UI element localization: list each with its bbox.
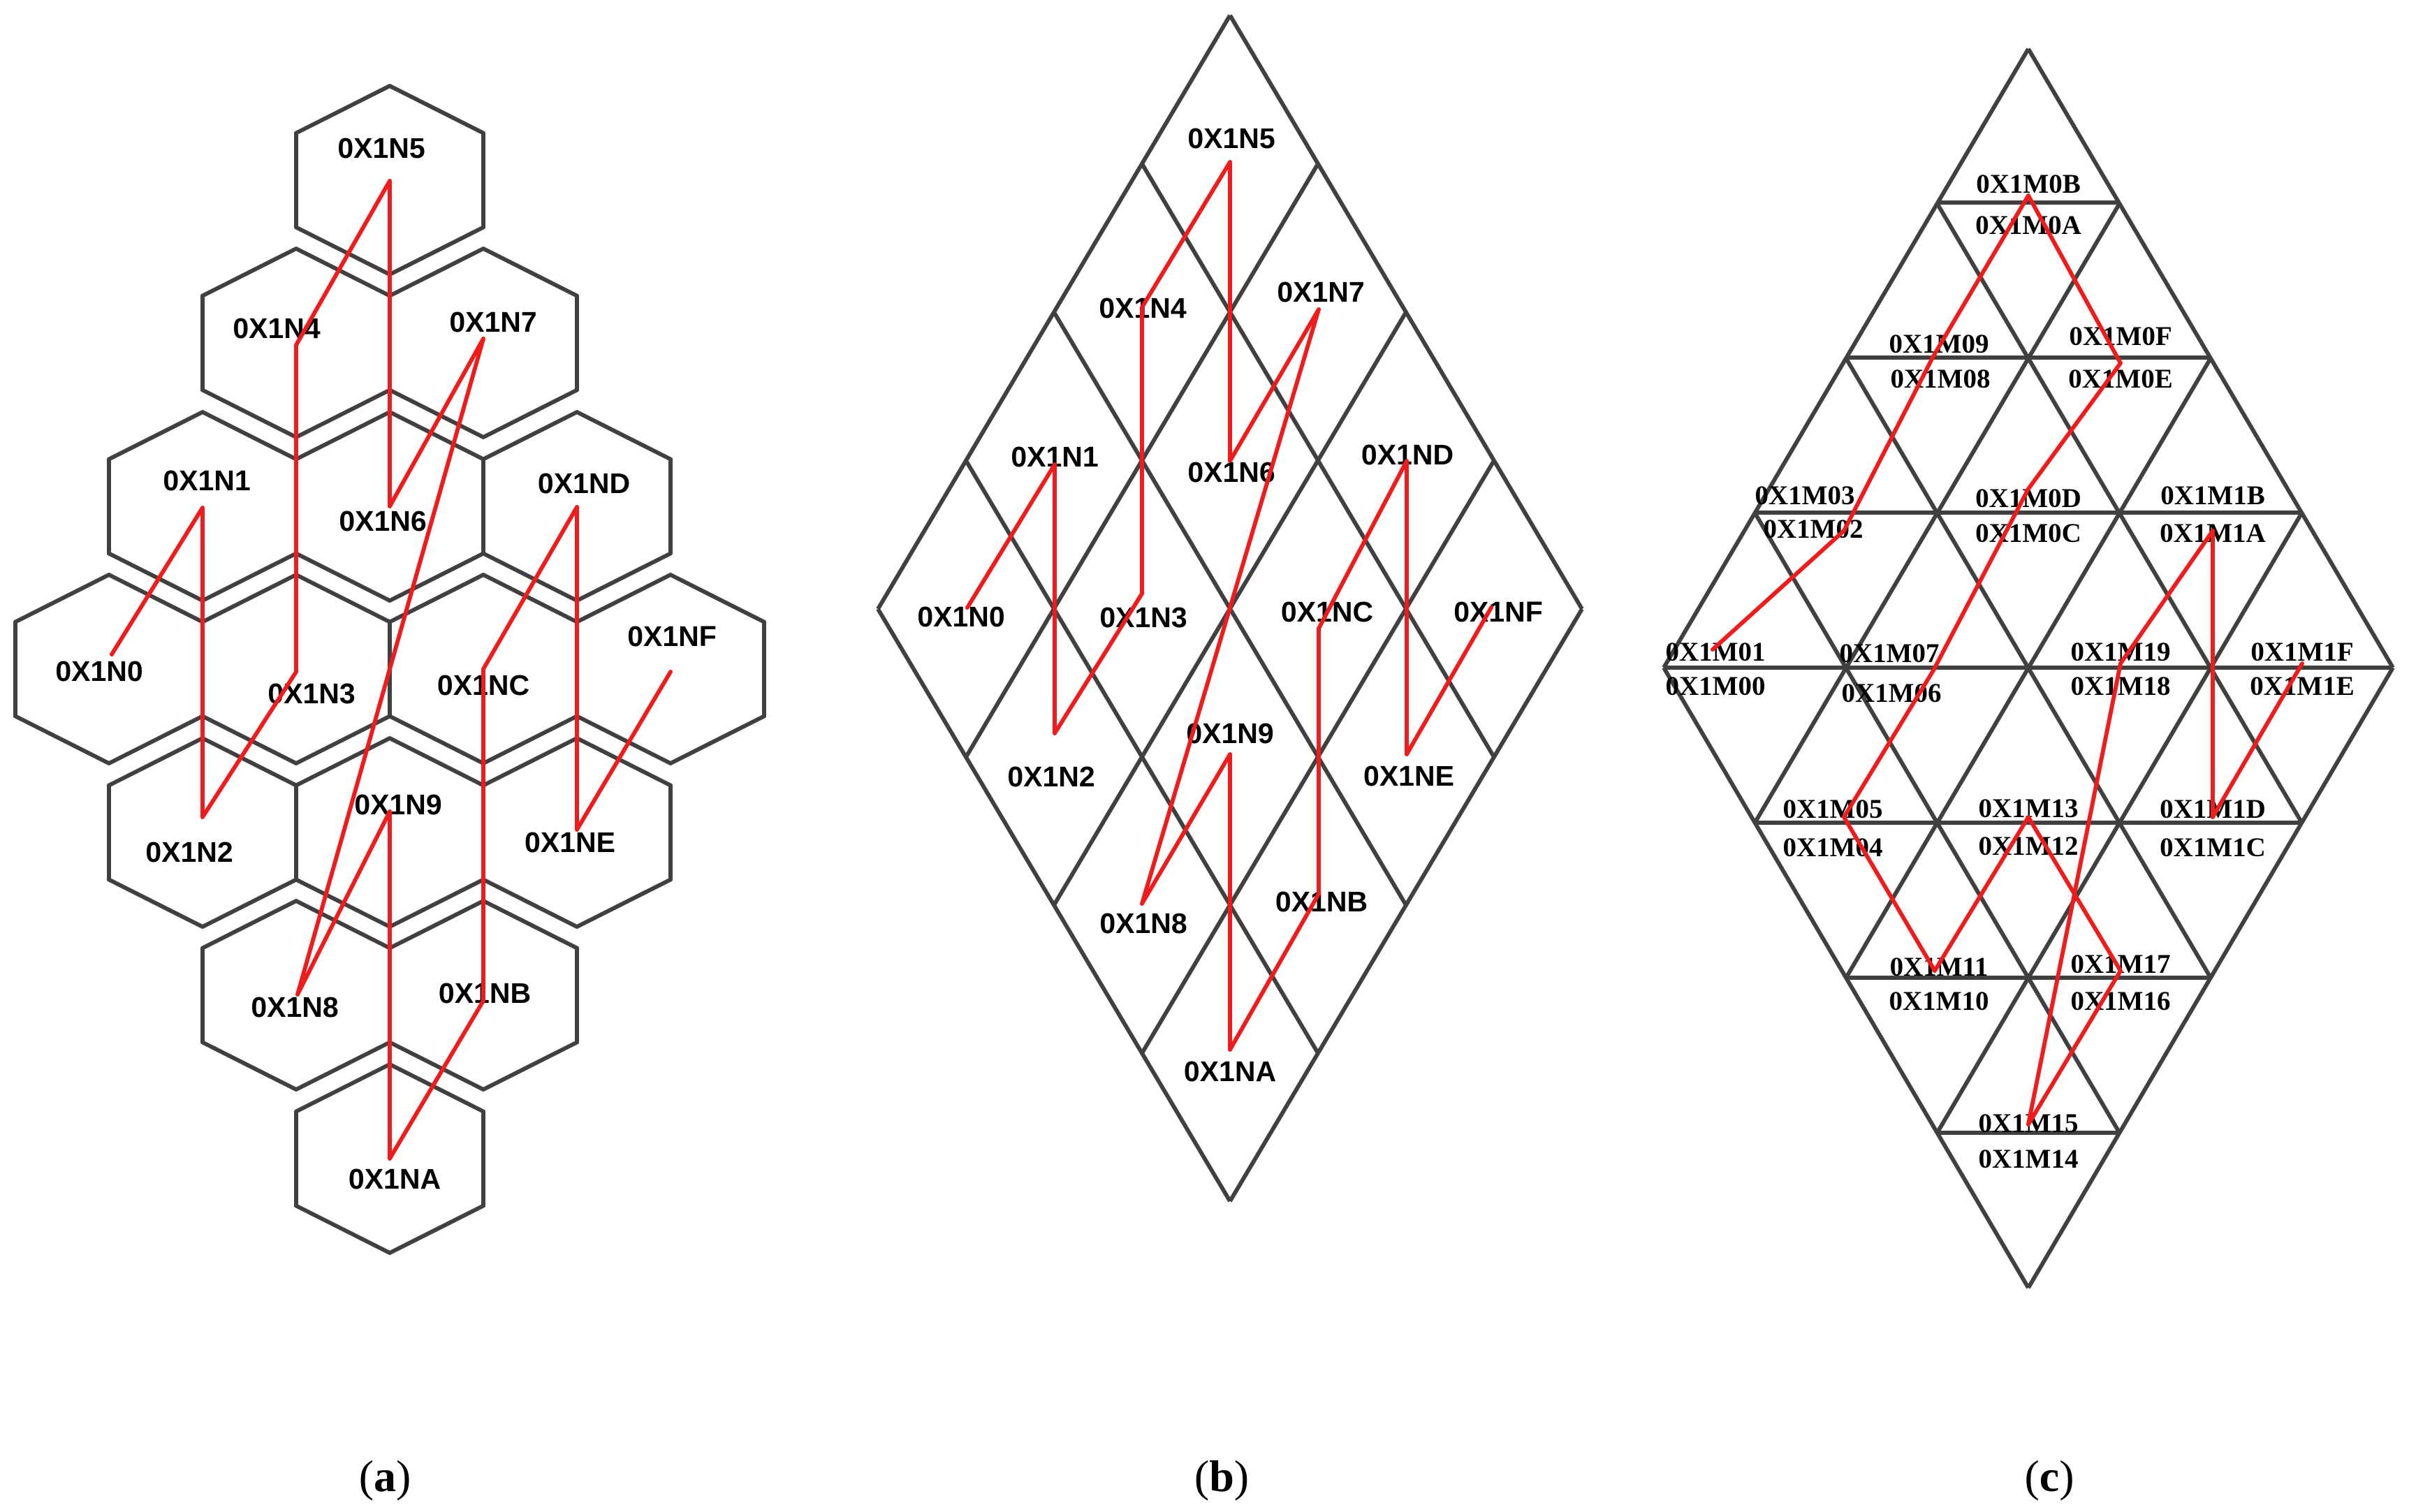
triangle-label-0X1M1E: 0X1M1E	[2250, 671, 2355, 701]
rhombus-label-0X1N8: 0X1N8	[1099, 907, 1187, 939]
rhombus-label-0X1N5: 0X1N5	[1187, 122, 1275, 154]
triangle-label-0X1M0C: 0X1M0C	[1975, 518, 2081, 548]
triangle-label-0X1M0F: 0X1M0F	[2069, 321, 2172, 351]
svg-text:(c): (c)	[2024, 1451, 2074, 1501]
caption-b: (b)	[1194, 1451, 1249, 1501]
triangle-label-0X1M18: 0X1M18	[2071, 671, 2171, 701]
rhombus-label-0X1N2: 0X1N2	[1007, 761, 1094, 793]
triangle-label-0X1M1B: 0X1M1B	[2160, 480, 2265, 511]
triangle-label-0X1M10: 0X1M10	[1889, 986, 1989, 1016]
hex-label-0X1N5: 0X1N5	[337, 132, 425, 164]
triangle-label-0X1M08: 0X1M08	[1891, 364, 1991, 394]
rhombus-label-0X1NB: 0X1NB	[1275, 886, 1368, 918]
caption-c: (c)	[2024, 1451, 2074, 1501]
rhombus-grid-line	[876, 608, 1232, 1203]
rhombus-label-0X1N3: 0X1N3	[1099, 601, 1187, 633]
triangle-label-0X1M07: 0X1M07	[1840, 638, 1940, 668]
triangle-label-0X1M01: 0X1M01	[1666, 637, 1766, 667]
hex-label-0X1NF: 0X1NF	[627, 620, 717, 652]
triangle-label-0X1M0A: 0X1M0A	[1975, 210, 2081, 240]
hilbert-curve-c	[1711, 193, 2304, 1126]
hilbert-curve-b	[965, 160, 1493, 1052]
hex-label-0X1N1: 0X1N1	[163, 464, 250, 497]
hex-label-0X1N6: 0X1N6	[339, 505, 426, 537]
hilbert-curve-a	[110, 179, 673, 1161]
caption-a: (a)	[359, 1451, 411, 1501]
svg-text:(b): (b)	[1194, 1451, 1249, 1501]
hex-label-0X1N7: 0X1N7	[449, 306, 536, 338]
rhombus-label-0X1NA: 0X1NA	[1184, 1055, 1276, 1087]
hex-label-0X1NE: 0X1NE	[525, 826, 615, 858]
hex-label-0X1NA: 0X1NA	[349, 1163, 441, 1195]
hex-cell	[294, 1062, 485, 1255]
triangle-label-0X1M14: 0X1M14	[1979, 1144, 2079, 1174]
rhombus-label-0X1N7: 0X1N7	[1277, 276, 1364, 308]
triangle-label-0X1M1C: 0X1M1C	[2160, 832, 2266, 863]
triangle-label-0X1M00: 0X1M00	[1666, 671, 1766, 701]
rhombus-label-0X1N9: 0X1N9	[1186, 717, 1273, 749]
triangle-label-0X1M03: 0X1M03	[1755, 480, 1855, 511]
hex-label-0X1N2: 0X1N2	[145, 836, 233, 868]
panel-c-triangle-grid: 0X1M000X1M010X1M020X1M030X1M040X1M050X1M…	[1662, 47, 2395, 1289]
triangle-grid-line	[2026, 666, 2395, 1289]
hex-label-0X1ND: 0X1ND	[538, 467, 630, 499]
panel-a-hexagon-grid: 0X1N00X1N10X1N20X1N30X1N40X1N50X1N60X1N7…	[13, 84, 766, 1255]
triangle-label-0X1M12: 0X1M12	[1979, 831, 2079, 861]
hex-label-0X1N0: 0X1N0	[55, 655, 142, 687]
svg-text:(a): (a)	[359, 1451, 411, 1501]
hex-label-0X1N8: 0X1N8	[251, 991, 338, 1023]
rhombus-grid-line	[964, 459, 1320, 1055]
triangle-label-0X1M16: 0X1M16	[2071, 986, 2171, 1016]
hex-label-0X1N9: 0X1N9	[354, 788, 441, 821]
rhombus-label-0X1NF: 0X1NF	[1454, 596, 1543, 628]
triangle-grid-line	[1662, 666, 2030, 1289]
hex-cell	[575, 573, 766, 765]
rhombus-label-0X1N0: 0X1N0	[917, 601, 1004, 633]
panel-b-rhombus-grid: 0X1N00X1N10X1N20X1N30X1N40X1N50X1N60X1N7…	[876, 14, 1584, 1203]
triangle-label-0X1M0E: 0X1M0E	[2068, 364, 2173, 394]
triangle-label-0X1M05: 0X1M05	[1783, 794, 1883, 824]
rhombus-label-0X1NE: 0X1NE	[1363, 760, 1454, 792]
rhombus-grid-line	[1228, 608, 1584, 1203]
